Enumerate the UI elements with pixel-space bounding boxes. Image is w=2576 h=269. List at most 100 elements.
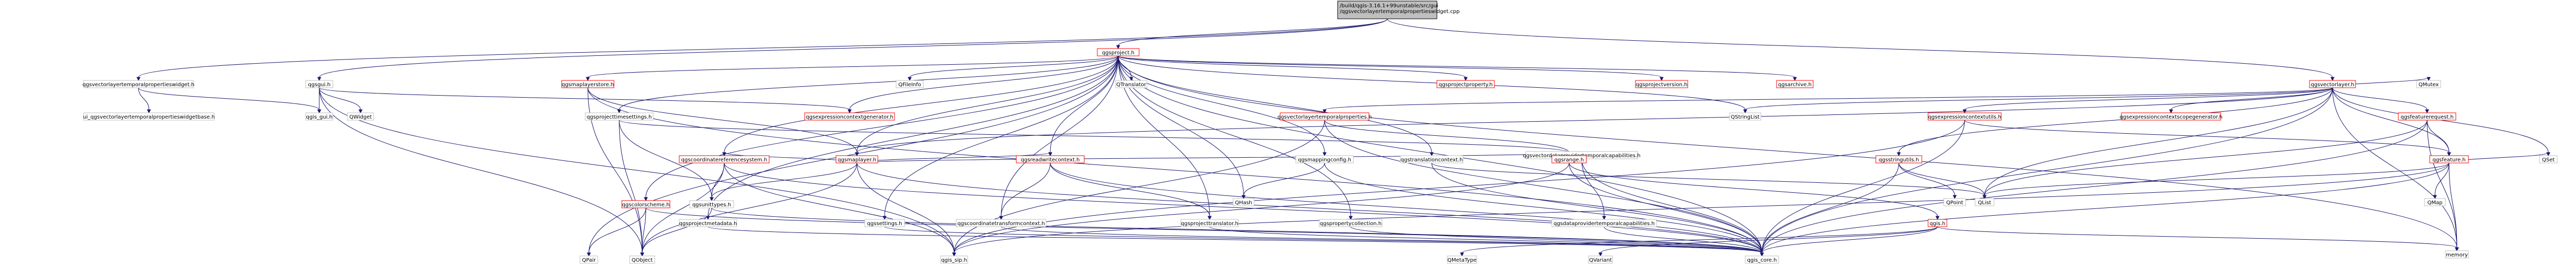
node-box	[1319, 219, 1383, 227]
node-projectproperty-h[interactable]: qgsprojectproperty.h	[1436, 80, 1495, 88]
node-propertycollection-h[interactable]: qgspropertycollection.h	[1319, 219, 1383, 227]
node-label: QTranslator	[1116, 82, 1146, 88]
node-QWidget[interactable]: QWidget	[347, 112, 374, 121]
node-memory[interactable]: memory	[2445, 250, 2469, 259]
node-projecttimesettings-h[interactable]: qgsprojecttimesettings.h	[585, 112, 654, 121]
dependency-edge	[724, 55, 1119, 153]
node-projecttranslator-h[interactable]: qgsprojecttranslator.h	[1180, 219, 1239, 227]
node-label: qgssettings.h	[867, 221, 902, 227]
node-QFileInfo[interactable]: QFileInfo	[896, 80, 924, 88]
dependency-edge	[1118, 55, 1210, 217]
node-box	[579, 255, 598, 264]
node-box	[2445, 250, 2469, 259]
node-QList[interactable]: QList	[1975, 198, 1994, 206]
node-qgsproject-h[interactable]: qgsproject.h	[1097, 48, 1140, 56]
edge-arrowhead	[1322, 109, 1327, 114]
node-ctxscopegen-h[interactable]: qgsexpressioncontextscopegenerator.h	[2120, 112, 2223, 121]
dependency-edge	[856, 162, 955, 253]
node-ui-widgetbase-h[interactable]: ui_qgsvectorlayertemporalpropertieswidge…	[83, 112, 215, 121]
node-qgis-h[interactable]: qgis.h	[1928, 219, 1947, 227]
node-coordrefsys-h[interactable]: qgscoordinatereferencesystem.h	[679, 155, 770, 163]
node-projectversion-h[interactable]: qgsprojectversion.h	[1635, 80, 1688, 88]
dependency-edge	[1350, 226, 1762, 253]
dependency-edge	[954, 162, 2450, 253]
node-coordtransformctx-h[interactable]: qgscoordinatetransformcontext.h	[956, 219, 1047, 227]
node-label: QSet	[2542, 157, 2555, 163]
dependency-edge	[1118, 55, 1746, 110]
node-QSet[interactable]: QSet	[2539, 155, 2558, 163]
node-QMetaType[interactable]: QMetaType	[1447, 255, 1477, 264]
dependency-edge	[1387, 18, 2333, 78]
node-QPair[interactable]: QPair	[579, 255, 598, 264]
edge-arrowhead	[1793, 77, 1797, 81]
node-label: QPoint	[1946, 200, 1964, 206]
node-box	[1436, 80, 1495, 88]
node-projectmetadata-h[interactable]: qgsprojectmetadata.h	[679, 219, 737, 227]
node-qgis-sip-h[interactable]: qgis_sip.h	[940, 255, 968, 264]
node-colorscheme-h[interactable]: qgscolorscheme.h	[621, 200, 670, 208]
dependency-edge	[724, 162, 955, 253]
dependency-edge	[1324, 162, 1762, 253]
edge-arrowhead	[1598, 252, 1603, 257]
node-qgsarchive-h[interactable]: qgsarchive.h	[1776, 80, 1814, 88]
dependency-edge	[1118, 55, 1762, 253]
node-maplayer-h[interactable]: qgsmaplayer.h	[836, 155, 878, 163]
node-translationcontext-h[interactable]: qgstranslationcontext.h	[1400, 155, 1464, 163]
edge-arrowhead	[908, 77, 912, 81]
node-readwritecontext-h[interactable]: qgsreadwritecontext.h	[1016, 155, 1085, 163]
node-widget-h[interactable]: qgsvectorlayertemporalpropertieswidget.h	[83, 80, 194, 88]
root-label-line: /build/qgis-3.16.1+99unstable/src/gui	[1340, 3, 1438, 9]
edge-arrowhead	[1208, 216, 1212, 220]
dependency-edge	[724, 162, 1762, 253]
node-box	[305, 80, 333, 88]
node-qgis-gui-h[interactable]: qgis_gui.h	[305, 112, 333, 121]
node-QMap[interactable]: QMap	[2424, 198, 2446, 206]
node-dataprovtempcaps-h[interactable]: qgsdataprovidertemporalcapabilities.h	[1551, 219, 1657, 227]
edge-arrowhead	[2447, 152, 2451, 157]
dependency-edge	[1604, 226, 1762, 253]
node-QHash[interactable]: QHash	[1233, 198, 1255, 206]
dependency-edge	[138, 87, 320, 110]
dependency-edge	[856, 55, 1119, 153]
node-vltemporalprops-h[interactable]: qgsvectorlayertemporalproperties.h	[1278, 112, 1372, 121]
dependency-edge	[1001, 55, 1119, 217]
node-label: QPair	[582, 258, 596, 263]
node-QObject[interactable]: QObject	[629, 255, 655, 264]
node-qgssettings-h[interactable]: qgssettings.h	[864, 219, 905, 227]
node-ctxgen-h[interactable]: qgsexpressioncontextgenerator.h	[804, 112, 895, 121]
node-maplayerstore-h[interactable]: qgsmaplayerstore.h	[561, 80, 614, 88]
node-qgsgui-h[interactable]: qgsgui.h	[305, 80, 333, 88]
node-featurerequest-h[interactable]: qgsfeaturerequest.h	[2398, 112, 2456, 121]
node-vectorlayer-h[interactable]: qgsvectorlayer.h	[2309, 80, 2356, 88]
node-QTranslator[interactable]: QTranslator	[1115, 80, 1147, 88]
dependency-edge	[2427, 120, 2450, 153]
node-QPoint[interactable]: QPoint	[1943, 198, 1966, 206]
edge-arrowhead	[1116, 45, 1120, 50]
root-label-line: /qgsvectorlayertemporalpropertieswidget.…	[1340, 9, 1460, 15]
node-label: qgspropertycollection.h	[1320, 221, 1382, 227]
dependency-edge	[884, 226, 1762, 253]
dependency-edge	[1569, 162, 1762, 253]
node-label: qgsexpressioncontextutils.h	[1928, 114, 2001, 120]
dependency-edge	[954, 162, 1570, 253]
node-mapping-config-h[interactable]: qgsmappingconfig.h	[1295, 155, 1354, 163]
node-QStringList[interactable]: QStringList	[1729, 112, 1761, 121]
dependency-edge	[1461, 226, 1938, 253]
edge-arrowhead	[1460, 252, 1464, 257]
node-QMutex[interactable]: QMutex	[2416, 80, 2441, 88]
dependency-edge	[1050, 55, 1119, 153]
node-box	[2429, 155, 2469, 163]
dependency-edge	[587, 87, 1762, 253]
edge-arrowhead	[855, 152, 859, 157]
node-box	[2416, 80, 2441, 88]
dependency-edge	[711, 207, 1762, 253]
node-stringutils-h[interactable]: qgsstringutils.h	[1875, 155, 1922, 163]
node-expressioncontextutils-h[interactable]: qgsexpressioncontextutils.h	[1928, 112, 2002, 121]
node-qgis-core-h[interactable]: qgis_core.h	[1745, 255, 1779, 264]
node-unittypes-h[interactable]: qgsunittypes.h	[689, 200, 734, 208]
node-QVariant[interactable]: QVariant	[1588, 255, 1613, 264]
edge-arrowhead	[1660, 77, 1664, 81]
node-qgsfeature-h[interactable]: qgsfeature.h	[2429, 155, 2469, 163]
node-qgsrange-h[interactable]: qgsrange.h	[1551, 155, 1587, 163]
